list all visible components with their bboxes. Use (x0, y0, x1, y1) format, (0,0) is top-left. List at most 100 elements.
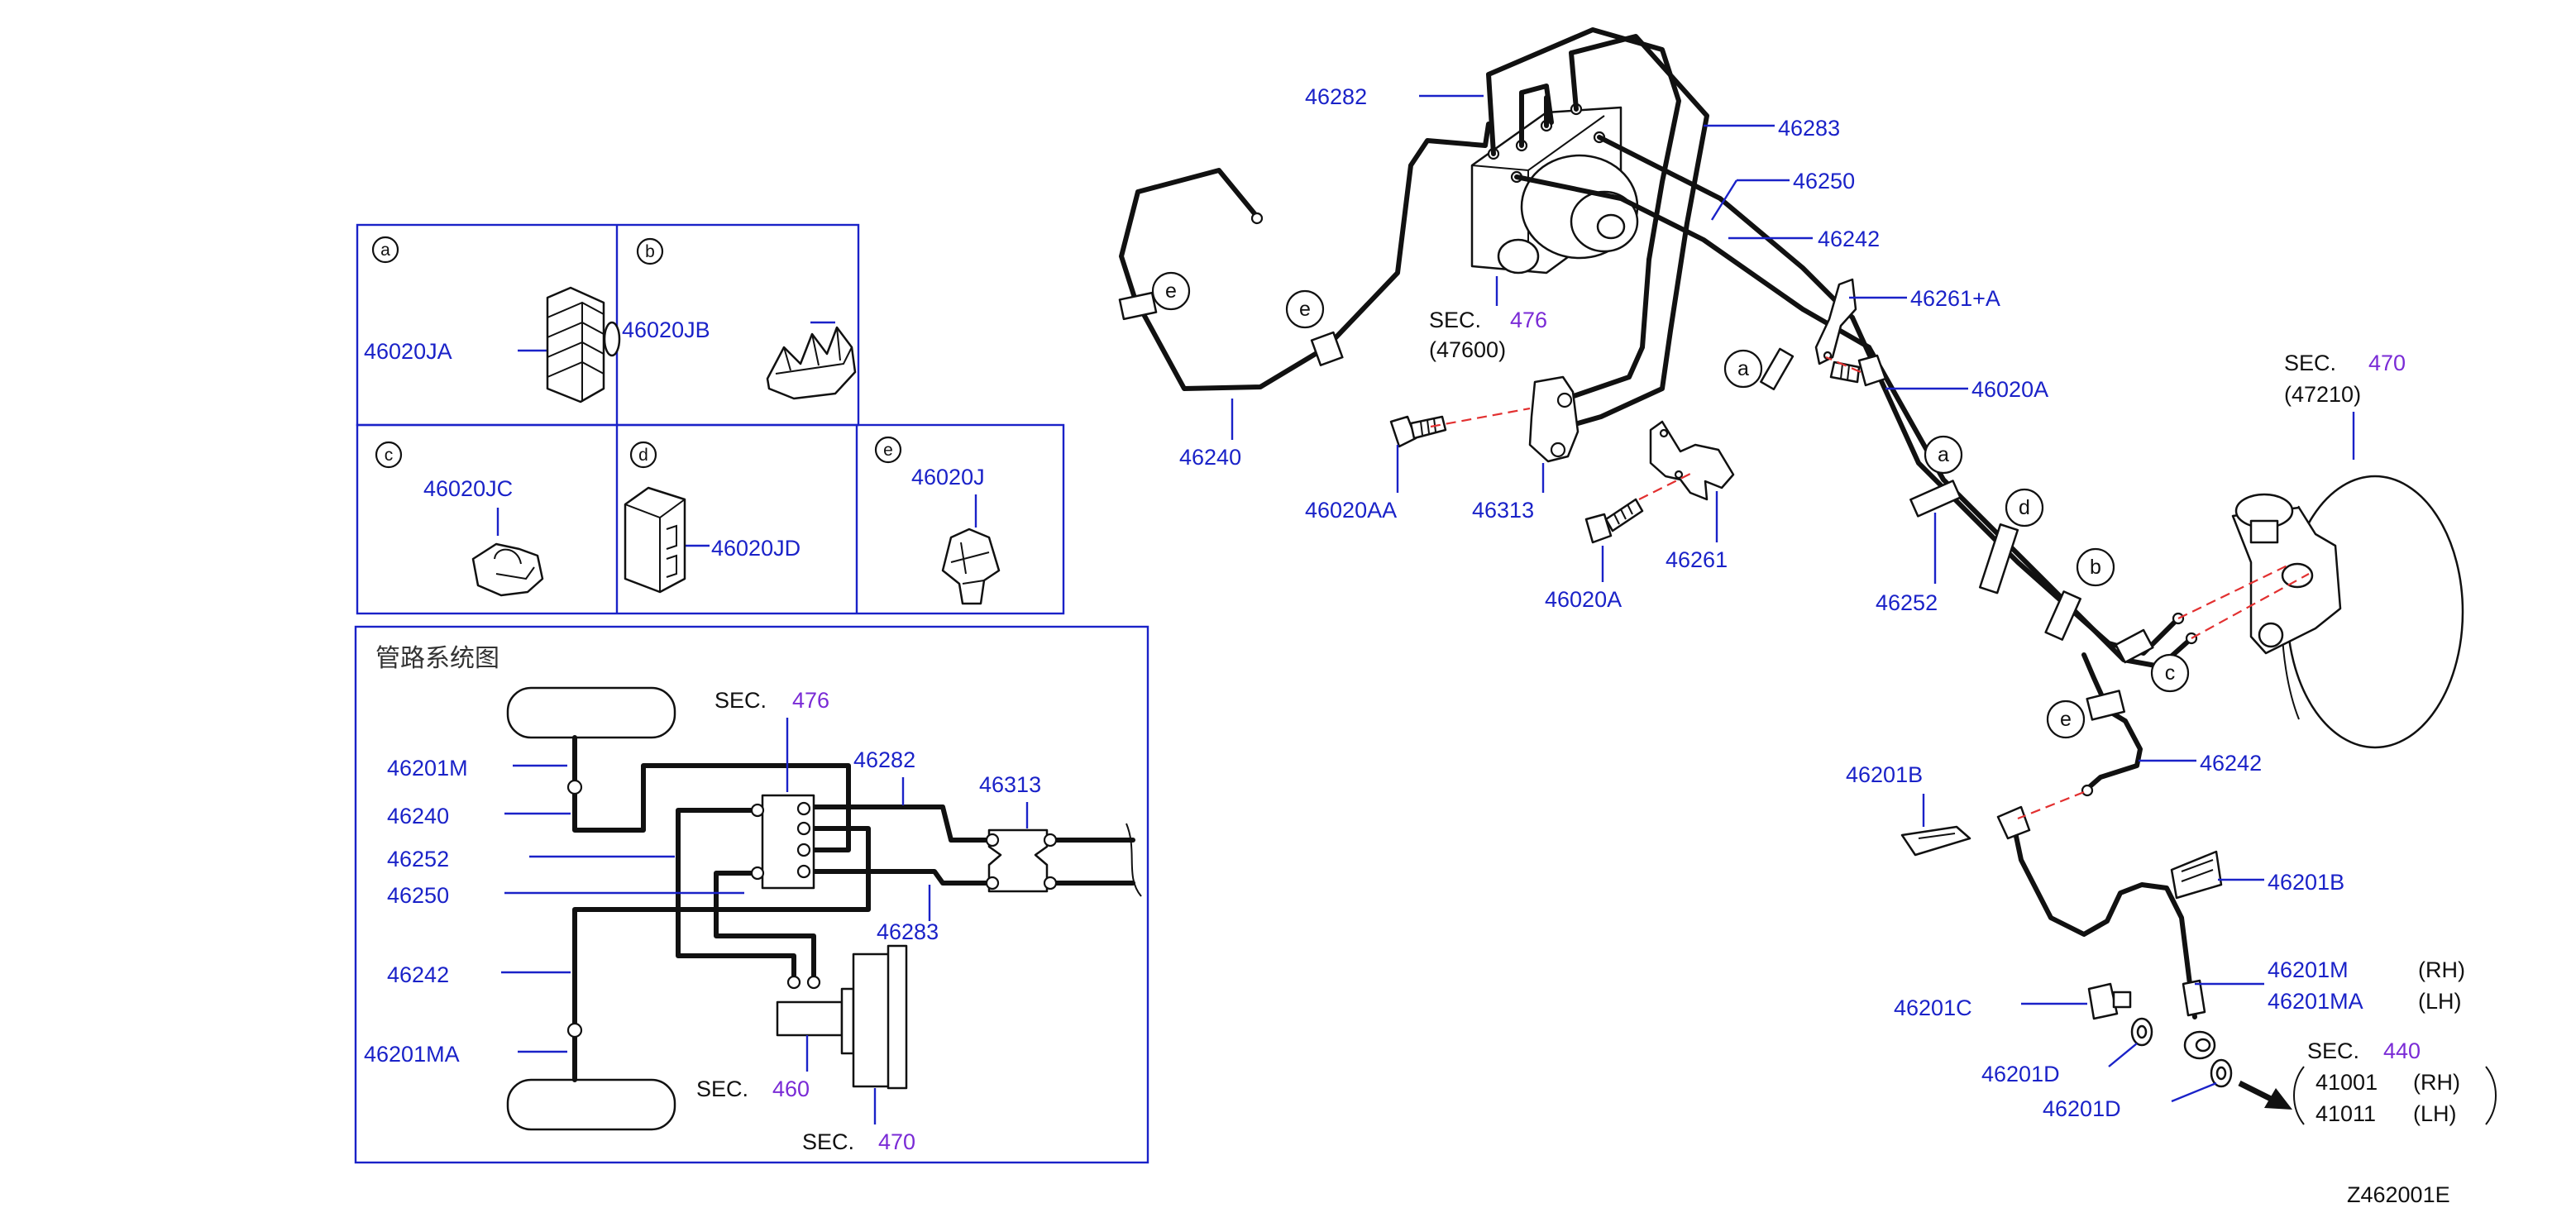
callout-d1: d (2019, 496, 2030, 519)
rear-wheel-icon (506, 1078, 676, 1131)
clip-key-b: b 46020JB (622, 237, 857, 400)
clip-e-marker-1: e (1118, 271, 1191, 321)
brace-left (2293, 1066, 2305, 1125)
label-46201d-1: 46201D (1981, 1062, 2060, 1086)
bracket-46261-icon (1649, 420, 1735, 501)
hose-clip-46201b-right-icon (2170, 850, 2223, 900)
clip-a-marker-2: a (1909, 435, 1963, 518)
washer-46201d-2-icon (2210, 1058, 2233, 1088)
label-s-sec-prefix-470: SEC. (802, 1129, 854, 1154)
label-46201d-2: 46201D (2043, 1096, 2121, 1121)
label-s-46283: 46283 (877, 919, 939, 944)
label-46250: 46250 (1793, 169, 1855, 193)
clip-key-d: d 46020JD (624, 441, 801, 594)
label-46261: 46261 (1666, 547, 1728, 572)
washer-46201d-1-icon (2130, 1017, 2153, 1047)
hose-clip-46201b-top-icon (1900, 825, 1971, 857)
callout-a1: a (1737, 357, 1749, 380)
label-sec-prefix-440: SEC. (2307, 1038, 2359, 1063)
connector-46313-icon (1528, 375, 1580, 463)
label-46252: 46252 (1876, 590, 1938, 615)
callout-a2: a (1938, 443, 1949, 466)
label-s-46282: 46282 (853, 747, 915, 772)
label-46020jb: 46020JB (622, 317, 710, 342)
clip-j-icon (941, 528, 1001, 605)
label-s-46252: 46252 (387, 847, 449, 871)
label-46201m: 46201M (2268, 957, 2349, 982)
label-46201b-top: 46201B (1846, 762, 1923, 787)
label-sec-476: 476 (1510, 308, 1547, 332)
label-s-sec-470: 470 (878, 1129, 915, 1154)
label-46313: 46313 (1472, 498, 1534, 523)
label-47600: (47600) (1429, 337, 1506, 362)
master-cylinder-icon (2231, 493, 2342, 655)
label-46283: 46283 (1778, 116, 1840, 141)
schematic-master-cylinder-icon (776, 1000, 844, 1037)
brace-right (2485, 1066, 2497, 1125)
label-46261a: 46261+A (1910, 286, 2000, 311)
label-46242-low: 46242 (2200, 751, 2262, 776)
label-41011-side: (LH) (2413, 1101, 2457, 1126)
bolt-46201c-icon (2087, 982, 2132, 1020)
label-46240: 46240 (1179, 445, 1241, 470)
label-46020a-left: 46020A (1545, 587, 1622, 612)
clip-ja-icon (546, 286, 621, 403)
bolt-46020aa-icon (1389, 415, 1447, 448)
label-s-46242: 46242 (387, 962, 449, 987)
piping-schematic-inset: 管路系统图 (354, 625, 1149, 1164)
clip-jb-icon (766, 326, 857, 400)
label-46020jc: 46020JC (423, 476, 513, 501)
label-sec-440: 440 (2383, 1038, 2421, 1063)
label-s-46250: 46250 (387, 883, 449, 908)
label-s-sec-476: 476 (792, 688, 829, 713)
bolt-46020a-left-icon (1584, 498, 1644, 544)
main-exploded-view: e e (1118, 27, 2497, 1207)
clip-key-a: a 46020JA (364, 236, 621, 403)
label-46201c: 46201C (1894, 995, 1972, 1020)
label-47210: (47210) (2284, 382, 2361, 407)
clip-d-marker: d (1978, 488, 2044, 594)
label-41001: 41001 (2316, 1070, 2378, 1095)
label-s-46313: 46313 (979, 772, 1041, 797)
label-sec-470: 470 (2368, 351, 2406, 375)
label-46020jd: 46020JD (711, 536, 801, 561)
label-46020ja: 46020JA (364, 339, 452, 364)
label-46201m-side: (RH) (2418, 957, 2465, 982)
clip-jc-icon (471, 542, 544, 597)
label-46201ma-side: (LH) (2418, 989, 2462, 1014)
label-s-46240: 46240 (387, 804, 449, 828)
label-46020aa: 46020AA (1305, 498, 1397, 523)
clip-letter-e: e (883, 441, 893, 460)
callout-e2: e (1299, 298, 1311, 321)
clip-e-marker-3: e (2046, 690, 2126, 739)
diagram-code: Z462001E (2347, 1182, 2450, 1207)
callout-b1: b (2090, 556, 2101, 579)
clip-jd-icon (624, 486, 686, 594)
abs-actuator-icon (1470, 103, 1639, 275)
front-wheel-icon (506, 686, 676, 739)
label-41011: 41011 (2316, 1101, 2376, 1126)
clip-key-table: a 46020JA b 46020JB c 46020JC (356, 223, 1065, 615)
label-sec-prefix-470: SEC. (2284, 351, 2336, 375)
label-46201ma: 46201MA (2268, 989, 2363, 1014)
callout-c1: c (2165, 661, 2176, 685)
clip-a-marker-1: a (1723, 347, 1795, 391)
label-s-46201m: 46201M (387, 756, 468, 781)
clip-letter-d: d (638, 446, 648, 465)
label-46242-top: 46242 (1818, 227, 1880, 251)
label-sec-prefix-476: SEC. (1429, 308, 1481, 332)
callout-e1: e (1165, 279, 1177, 303)
inset-title: 管路系统图 (375, 644, 499, 673)
clip-e-marker-2: e (1285, 289, 1344, 366)
label-46201b-right: 46201B (2268, 870, 2344, 895)
label-s-sec-460: 460 (772, 1077, 810, 1101)
clip-b-marker: b (2044, 547, 2115, 641)
label-s-sec-prefix-460: SEC. (696, 1077, 748, 1101)
label-41001-side: (RH) (2413, 1070, 2460, 1095)
label-46020j: 46020J (911, 465, 985, 489)
clip-letter-c: c (385, 446, 394, 465)
label-s-sec-prefix-476: SEC. (714, 688, 767, 713)
label-46282: 46282 (1305, 84, 1367, 109)
label-s-46201ma: 46201MA (364, 1042, 460, 1067)
clip-key-e: e 46020J (874, 436, 1001, 605)
